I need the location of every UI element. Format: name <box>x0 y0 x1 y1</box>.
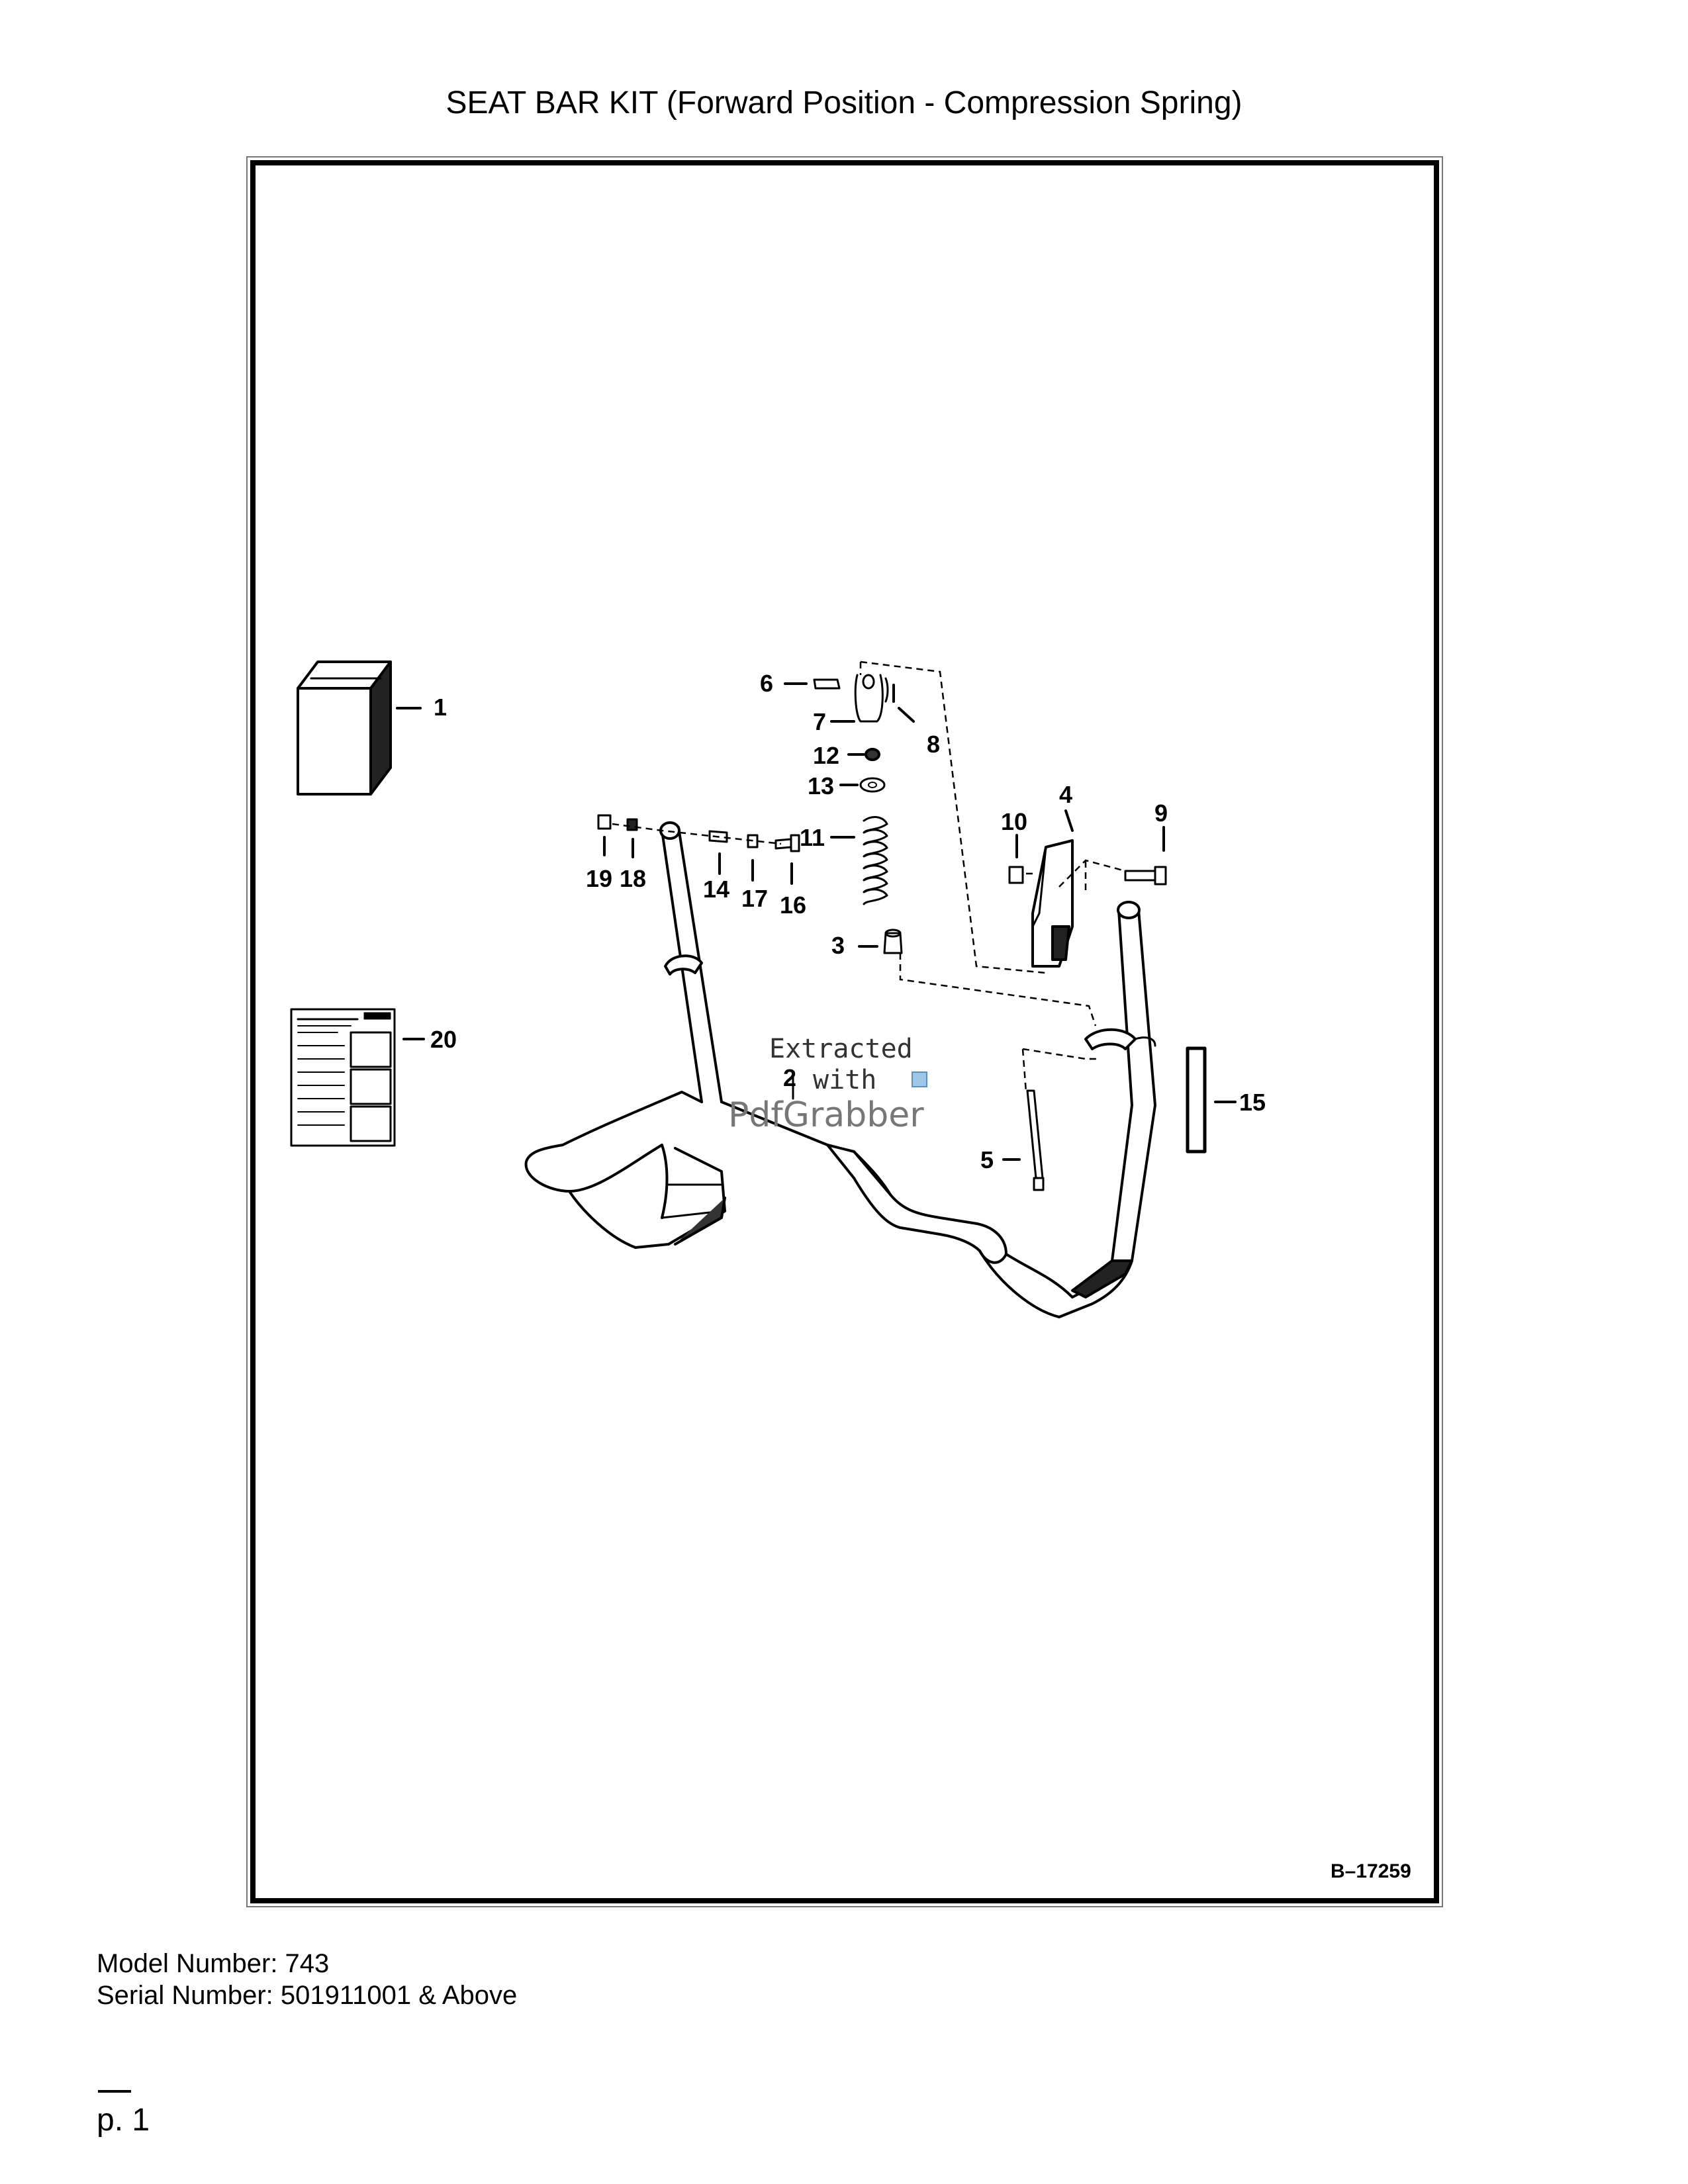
washer-nut-parts <box>839 748 886 793</box>
spring-cap-part <box>858 929 903 954</box>
callout-9: 9 <box>1154 799 1168 827</box>
callout-11: 11 <box>800 824 825 851</box>
clevis-assembly <box>784 674 915 723</box>
callout-12: 12 <box>813 742 839 769</box>
assembly-dash-lines <box>612 660 1126 1093</box>
watermark: Extracted with PdfGrabber <box>728 1034 927 1135</box>
callout-1: 1 <box>434 694 447 721</box>
serial-number: Serial Number: 501911001 & Above <box>97 1981 518 2010</box>
watermark-logo-icon <box>912 1071 927 1087</box>
callout-19: 19 <box>586 865 612 892</box>
decal-sheet-part <box>290 1008 425 1147</box>
callout-8: 8 <box>927 731 940 758</box>
model-number: Model Number: 743 <box>97 1949 330 1978</box>
drawing-id: B–17259 <box>1331 1860 1411 1882</box>
callout-18: 18 <box>620 865 646 892</box>
callout-7: 7 <box>813 708 826 735</box>
callout-6: 6 <box>760 670 773 697</box>
callout-13: 13 <box>808 772 834 799</box>
callout-15: 15 <box>1239 1089 1266 1116</box>
diagram-frame-outer <box>246 156 1443 1907</box>
callout-16: 16 <box>780 891 806 919</box>
bolt-9-part <box>1124 826 1167 886</box>
svg-text:Extracted: Extracted <box>769 1034 913 1064</box>
callout-5: 5 <box>980 1146 994 1173</box>
strip-part <box>1186 1046 1237 1154</box>
callout-20: 20 <box>430 1026 457 1053</box>
svg-text:PdfGrabber: PdfGrabber <box>728 1095 924 1135</box>
page-number: p. 1 <box>97 2103 150 2138</box>
page-divider <box>98 2090 131 2093</box>
callout-3: 3 <box>831 932 845 959</box>
callout-10: 10 <box>1001 808 1027 835</box>
compression-spring <box>830 816 888 905</box>
pad-box-part <box>297 660 422 796</box>
callout-2: 2 <box>783 1064 796 1091</box>
callout-4: 4 <box>1059 781 1072 808</box>
svg-text:with: with <box>813 1065 876 1095</box>
seat-bar-frame <box>524 821 1156 1318</box>
hardware-small-parts <box>597 814 800 885</box>
callout-14: 14 <box>703 876 729 903</box>
page-title: SEAT BAR KIT (Forward Position - Compres… <box>445 85 1243 120</box>
callout-17: 17 <box>741 885 768 912</box>
bracket-part <box>1031 809 1074 968</box>
nut-10-part <box>1008 834 1024 884</box>
diagram-frame <box>250 160 1439 1903</box>
long-bolt-part <box>1002 1089 1045 1191</box>
